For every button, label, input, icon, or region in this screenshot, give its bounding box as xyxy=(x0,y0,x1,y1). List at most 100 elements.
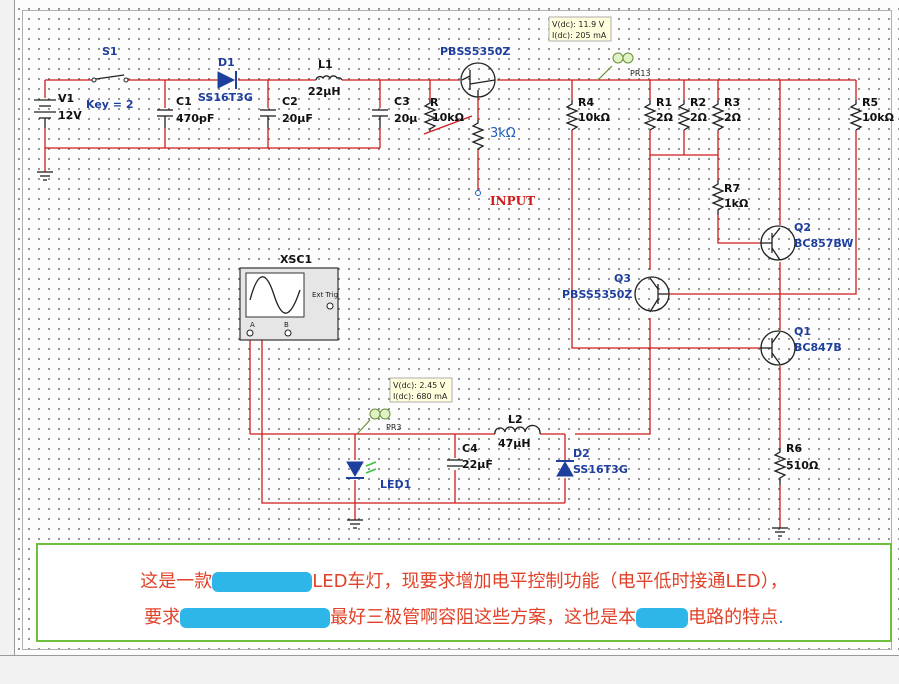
note-line2-dot: . xyxy=(778,607,784,628)
annotation-note: 这是一款 LED车灯，现要求增加电平控制功能（电平低时接通LED）， 要求 最好三极… xyxy=(36,543,892,642)
c4-name: C4 xyxy=(462,442,478,455)
s1-name: S1 xyxy=(102,45,118,58)
transistor-q1[interactable]: Q1 BC847B xyxy=(760,325,842,366)
redaction-mark xyxy=(636,608,689,628)
transistor-q3[interactable]: Q3 PBSS5350Z xyxy=(562,272,670,313)
transistor-pbss-top[interactable]: PBSS5350Z xyxy=(440,45,510,98)
r2-value: 2Ω xyxy=(690,111,708,124)
note-line2-end: 电路的特点 xyxy=(688,607,779,628)
c4-value: 22µF xyxy=(462,458,493,471)
capacitor-c1[interactable]: C1 470pF xyxy=(157,95,214,128)
pr3-vdc: V(dc): 2.45 V xyxy=(393,381,446,390)
resistor-r4[interactable]: R4 10kΩ xyxy=(565,96,611,131)
inductor-l2[interactable]: L2 47µH xyxy=(494,413,541,450)
note-line-2: 要求 最好三极管啊容阻这些方案，这也是本 电路的特点. xyxy=(38,603,890,629)
diode-d1[interactable]: D1 SS16T3G xyxy=(198,56,253,104)
transistor-q2[interactable]: Q2 BC857BW xyxy=(760,221,853,261)
l1-value: 22µH xyxy=(308,85,341,98)
r4-value: 10kΩ xyxy=(578,111,611,124)
resistor-r2[interactable]: R2 2Ω xyxy=(677,96,708,131)
v1-value: 12V xyxy=(58,109,82,122)
input-terminal[interactable]: INPUT xyxy=(475,190,536,209)
r-name: R xyxy=(430,96,439,109)
c3-value: 20µ xyxy=(394,112,417,125)
d2-name: D2 xyxy=(573,447,590,460)
inductor-l1[interactable]: L1 22µH xyxy=(308,58,343,98)
c2-value: 20µF xyxy=(282,112,313,125)
capacitor-c3[interactable]: C3 20µ xyxy=(372,95,417,128)
r6-value: 510Ω xyxy=(786,459,819,472)
v1-name: V1 xyxy=(58,92,74,105)
resistor-r1[interactable]: R1 2Ω xyxy=(643,96,674,131)
r7-name: R7 xyxy=(724,182,740,195)
xsc1-ch-a: A xyxy=(250,321,255,329)
c3-name: C3 xyxy=(394,95,410,108)
probe-pr3[interactable]: V(dc): 2.45 V I(dc): 680 mA PR3 xyxy=(356,377,453,435)
r7-value: 1kΩ xyxy=(724,197,749,210)
led-led1[interactable]: LED1 xyxy=(346,461,411,491)
ground-symbol-led xyxy=(347,519,363,529)
resistor-r3[interactable]: R3 2Ω xyxy=(711,96,742,131)
oscilloscope-xsc1[interactable]: XSC1 Ext Trig A B xyxy=(239,253,339,341)
q3-name: Q3 xyxy=(614,272,631,285)
note-line1-rest: LED车灯，现要求增加电平控制功能（电平低时接通LED）， xyxy=(312,571,788,592)
note-line-1: 这是一款 LED车灯，现要求增加电平控制功能（电平低时接通LED）， xyxy=(38,567,890,593)
q1-name: Q1 xyxy=(794,325,811,338)
battery-v1[interactable]: V1 12V xyxy=(34,92,82,128)
l2-value: 47µH xyxy=(498,437,531,450)
note-line2-prefix: 要求 xyxy=(144,607,181,628)
input-label: INPUT xyxy=(490,194,535,208)
c1-value: 470pF xyxy=(176,112,214,125)
r3k-value: 3kΩ xyxy=(490,126,516,141)
diode-d2[interactable]: D2 SS16T3G xyxy=(556,447,628,477)
r1-value: 2Ω xyxy=(656,111,674,124)
c1-name: C1 xyxy=(176,95,192,108)
ground-symbol xyxy=(37,148,53,181)
switch-s1[interactable]: S1 Key = 2 xyxy=(86,45,134,111)
resistor-r6[interactable]: R6 510Ω xyxy=(773,442,819,485)
probe-pr13[interactable]: V(dc): 11.9 V I(dc): 205 mA PR13 xyxy=(548,16,651,81)
note-line2-middle: 最好三极管啊容阻这些方案，这也是本 xyxy=(330,607,637,628)
r3-name: R3 xyxy=(724,96,740,109)
sheet-border xyxy=(22,10,892,650)
ground-symbol-r6 xyxy=(772,527,788,537)
d1-name: D1 xyxy=(218,56,235,69)
xsc1-ext-trig: Ext Trig xyxy=(312,291,338,299)
capacitor-c4[interactable]: C4 22µF xyxy=(447,442,493,471)
capacitor-c2[interactable]: C2 20µF xyxy=(260,95,313,128)
resistor-r5[interactable]: R5 10kΩ xyxy=(849,96,895,131)
xsc1-ch-b: B xyxy=(284,321,289,329)
r4-name: R4 xyxy=(578,96,594,109)
pr3-idc: I(dc): 680 mA xyxy=(393,392,448,401)
c2-name: C2 xyxy=(282,95,298,108)
supply-wires xyxy=(44,79,857,528)
xsc1-name: XSC1 xyxy=(280,253,312,266)
redaction-mark xyxy=(212,572,313,592)
resistor-r[interactable]: R 10kΩ xyxy=(423,96,473,135)
q2-name: Q2 xyxy=(794,221,811,234)
l2-name: L2 xyxy=(508,413,523,426)
r5-value: 10kΩ xyxy=(862,111,895,124)
resistor-3k[interactable]: 3kΩ xyxy=(471,120,516,150)
r3-value: 2Ω xyxy=(724,111,742,124)
r2-name: R2 xyxy=(690,96,706,109)
q2-value: BC857BW xyxy=(794,237,853,250)
r6-name: R6 xyxy=(786,442,802,455)
pr13-idc: I(dc): 205 mA xyxy=(552,31,607,40)
resistor-r7[interactable]: R7 1kΩ xyxy=(711,180,749,215)
q-top-name: PBSS5350Z xyxy=(440,45,510,58)
led1-name: LED1 xyxy=(380,478,411,491)
pr13-vdc: V(dc): 11.9 V xyxy=(552,20,605,29)
pr3-name: PR3 xyxy=(386,423,401,432)
left-ruler xyxy=(0,0,15,655)
r5-name: R5 xyxy=(862,96,878,109)
d1-value: SS16T3G xyxy=(198,91,253,104)
bottom-ruler xyxy=(0,655,899,684)
note-line1-prefix: 这是一款 xyxy=(140,571,213,592)
r-value: 10kΩ xyxy=(432,111,465,124)
redaction-mark xyxy=(180,608,331,628)
d2-value: SS16T3G xyxy=(573,463,628,476)
q3-value: PBSS5350Z xyxy=(562,288,632,301)
pr13-name: PR13 xyxy=(630,69,651,78)
